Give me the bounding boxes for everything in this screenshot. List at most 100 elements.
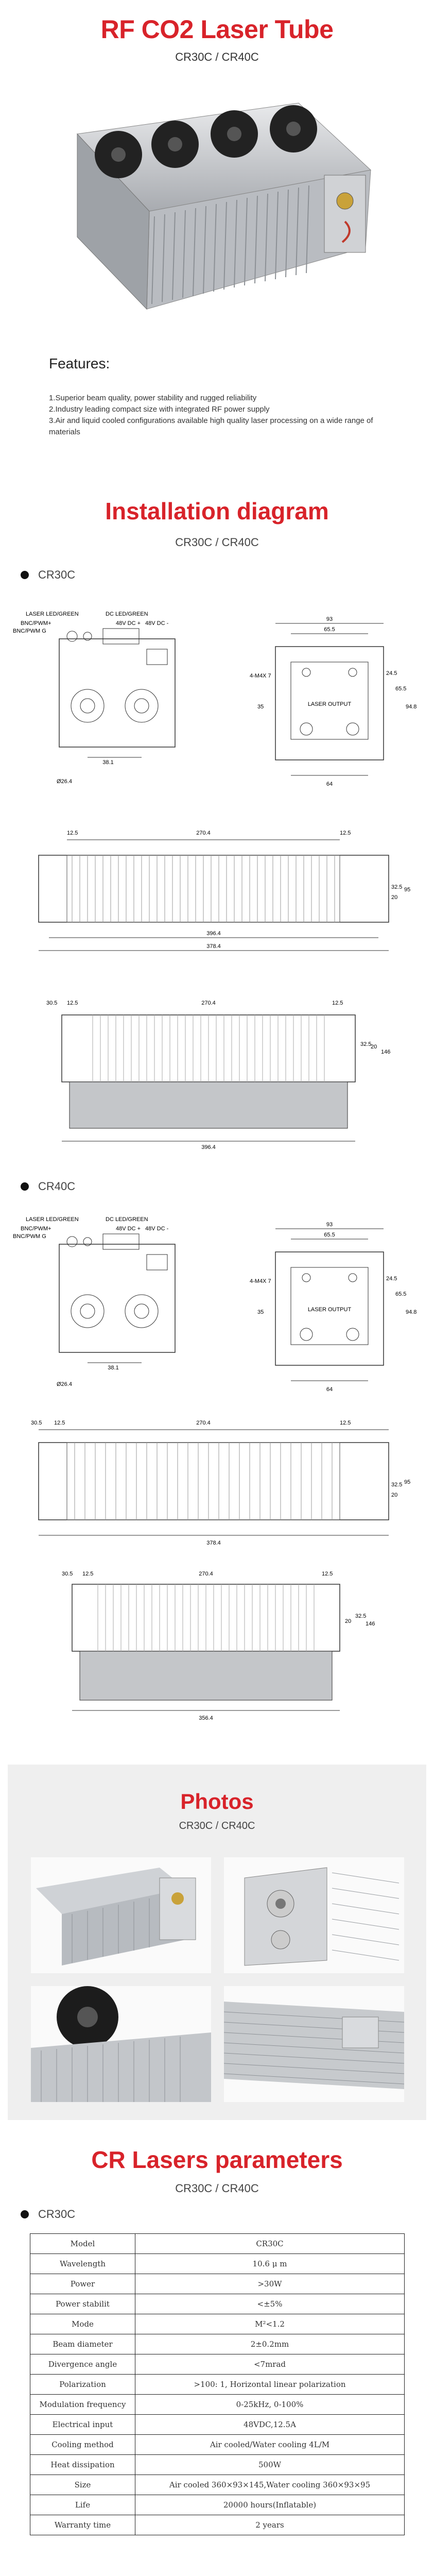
laser-tube-product-image	[76, 103, 372, 310]
label-bnc-pwm-g: BNC/PWM G	[13, 1233, 46, 1240]
param-value: 2 years	[135, 2515, 405, 2535]
dim-94-8: 94.8	[406, 1309, 416, 1315]
installation-title: Installation diagram	[105, 498, 329, 524]
label-laser-output: LASER OUTPUT	[308, 701, 352, 707]
dim-24-5: 24.5	[386, 1276, 397, 1282]
dim-94-8: 94.8	[406, 704, 416, 710]
param-key: Beam diameter	[30, 2334, 135, 2354]
param-key: Electrical input	[30, 2414, 135, 2435]
table-row: Polarization>100: 1, Horizontal linear p…	[30, 2374, 405, 2395]
dim-12-5-right: 12.5	[322, 1571, 333, 1577]
dim-30-5: 30.5	[46, 1000, 57, 1006]
features-heading: Features:	[49, 355, 110, 371]
label-dc-plus: 48V DC +	[116, 1226, 141, 1232]
param-key: Mode	[30, 2314, 135, 2334]
photos-title: Photos	[180, 1789, 254, 1814]
page-title: RF CO2 Laser Tube	[100, 15, 334, 44]
features-block: Features: 1.Superior beam quality, power…	[49, 355, 389, 438]
laser-tube-photo-1	[31, 1857, 211, 1973]
dim-270-4: 270.4	[201, 1000, 216, 1006]
dim-12-5-right: 12.5	[340, 1420, 351, 1426]
bullet-icon	[21, 571, 29, 579]
dim-12-5-left: 12.5	[54, 1420, 65, 1426]
product-photo	[224, 1857, 404, 1973]
dim-12-5-right: 12.5	[332, 1000, 343, 1006]
dim-30-5: 30.5	[62, 1571, 73, 1577]
param-key: Warranty time	[30, 2515, 135, 2535]
table-row: Power stabilit<±5%	[30, 2294, 405, 2314]
parameters-model-label: CR30C	[21, 2208, 75, 2221]
param-key: Power	[30, 2274, 135, 2294]
cr40c-side-drawing: 30.5 12.5 270.4 12.5 378.4 32.5 20 95	[31, 1420, 410, 1546]
param-key: Power stabilit	[30, 2294, 135, 2314]
label-laser-output: LASER OUTPUT	[308, 1307, 352, 1313]
label-bnc-pwm-plus: BNC/PWM+	[21, 620, 51, 626]
label-m4: 4-M4X 7	[250, 673, 271, 679]
dim-378-4: 378.4	[206, 1540, 221, 1546]
dim-32-5: 32.5	[360, 1041, 371, 1047]
param-value: 48VDC,12.5A	[135, 2414, 405, 2435]
label-bnc-pwm-g: BNC/PWM G	[13, 628, 46, 634]
param-key: Size	[30, 2475, 135, 2495]
dim-378-4: 378.4	[206, 943, 221, 950]
dim-20: 20	[391, 894, 397, 901]
feature-item: 2.Industry leading compact size with int…	[49, 405, 270, 414]
bullet-icon	[21, 2210, 29, 2218]
param-key: Modulation frequency	[30, 2394, 135, 2415]
feature-item: 3.Air and liquid cooled configurations a…	[49, 416, 373, 436]
laser-tube-photo-2	[224, 1857, 404, 1973]
table-row: Divergence angle<7mrad	[30, 2354, 405, 2375]
installation-subtitle: CR30C / CR40C	[175, 536, 259, 549]
param-key: Wavelength	[30, 2253, 135, 2274]
param-value: 2±0.2mm	[135, 2334, 405, 2354]
param-value: <±5%	[135, 2294, 405, 2314]
dim-65-5: 65.5	[324, 1232, 335, 1238]
label-bnc-pwm-plus: BNC/PWM+	[21, 1226, 51, 1232]
dim-93: 93	[326, 616, 333, 622]
parameters-subtitle: CR30C / CR40C	[175, 2182, 259, 2195]
cr30c-front-drawing: LASER LED/GREEN DC LED/GREEN BNC/PWM+ BN…	[13, 611, 416, 787]
dim-146: 146	[366, 1621, 375, 1627]
dim-65-5-v: 65.5	[395, 1291, 406, 1297]
dim-95: 95	[404, 887, 410, 893]
label-dc-plus: 48V DC +	[116, 620, 141, 626]
dim-35: 35	[257, 704, 264, 710]
dim-396-4: 396.4	[201, 1144, 216, 1150]
param-value: CR30C	[135, 2233, 405, 2254]
feature-item: 1.Superior beam quality, power stability…	[49, 394, 257, 402]
param-value: >100: 1, Horizontal linear polarization	[135, 2374, 405, 2395]
laser-tube-photo-3	[31, 1986, 211, 2102]
cr40c-section-label: CR40C	[21, 1180, 75, 1193]
param-key: Polarization	[30, 2374, 135, 2395]
page-subtitle: CR30C / CR40C	[175, 50, 259, 63]
dim-270-4: 270.4	[199, 1571, 213, 1577]
label-dc-led: DC LED/GREEN	[106, 611, 148, 617]
table-row: Power>30W	[30, 2274, 405, 2294]
param-key: Life	[30, 2495, 135, 2515]
label-dc-minus: 48V DC -	[145, 620, 169, 626]
dim-12-5-left: 12.5	[67, 1000, 78, 1006]
label-laser-led: LASER LED/GREEN	[26, 1216, 79, 1223]
param-value: M²<1.2	[135, 2314, 405, 2334]
param-key: Cooling method	[30, 2434, 135, 2455]
product-photo	[31, 1986, 211, 2102]
product-photo	[31, 1857, 211, 1973]
param-value: <7mrad	[135, 2354, 405, 2375]
label-dc-minus: 48V DC -	[145, 1226, 169, 1232]
dim-32-5: 32.5	[391, 1482, 402, 1488]
dim-20: 20	[371, 1044, 377, 1050]
dim-65-5-v: 65.5	[395, 686, 406, 692]
dim-146: 146	[381, 1049, 390, 1055]
param-value: >30W	[135, 2274, 405, 2294]
label-dc-led: DC LED/GREEN	[106, 1216, 148, 1223]
dim-35: 35	[257, 1309, 264, 1315]
